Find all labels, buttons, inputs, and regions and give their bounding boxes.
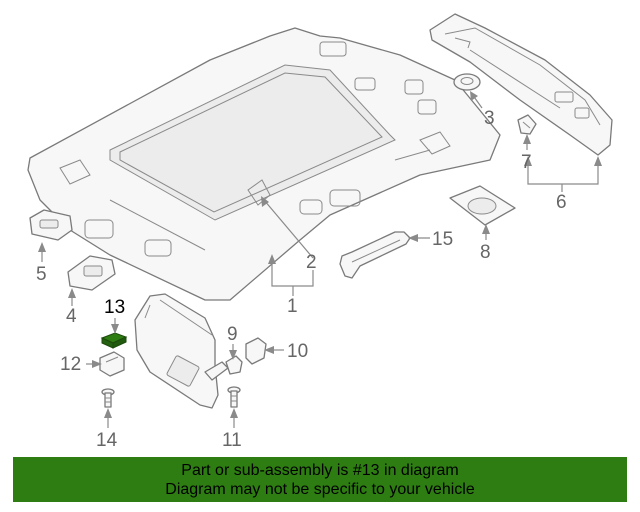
grommet-part[interactable] — [453, 73, 481, 91]
callout-12: 12 — [60, 354, 81, 375]
callout-2: 2 — [306, 252, 317, 273]
map-light-part[interactable] — [67, 255, 116, 291]
headliner-part[interactable] — [27, 27, 501, 301]
visor-holder-part[interactable] — [225, 355, 243, 375]
callout-7: 7 — [521, 152, 532, 173]
sun-visor-part[interactable] — [134, 293, 229, 409]
callout-6: 6 — [556, 192, 567, 213]
speaker-cover-part[interactable] — [449, 185, 516, 226]
screw-part-11[interactable] — [227, 386, 241, 408]
holder-cap-part[interactable] — [245, 337, 267, 365]
callout-1: 1 — [287, 296, 298, 317]
callout-15: 15 — [432, 229, 453, 250]
grab-handle-part[interactable] — [339, 231, 411, 279]
callout-9: 9 — [227, 324, 238, 345]
rear-rail-part[interactable] — [429, 13, 613, 156]
callout-11: 11 — [222, 430, 242, 451]
callout-4: 4 — [66, 306, 77, 327]
callout-13: 13 — [104, 297, 125, 318]
banner-line-part: Part or sub-assembly is #13 in diagram — [181, 462, 459, 479]
banner-line-disclaimer: Diagram may not be specific to your vehi… — [165, 481, 475, 498]
part-info-banner: Part or sub-assembly is #13 in diagram D… — [13, 457, 627, 502]
callout-5: 5 — [36, 264, 47, 285]
dome-light-part[interactable] — [29, 209, 73, 241]
visor-clip-part[interactable] — [99, 351, 125, 377]
callout-14: 14 — [96, 430, 118, 451]
callout-labels: 1 2 3 4 5 6 7 8 9 10 11 12 13 14 15 — [36, 108, 567, 451]
screw-part-14[interactable] — [101, 388, 115, 408]
clip-part-7[interactable] — [517, 114, 537, 135]
highlighted-part-13[interactable] — [100, 332, 128, 349]
callout-3: 3 — [484, 108, 495, 129]
callout-8: 8 — [480, 242, 491, 263]
arrowheads — [38, 91, 602, 418]
parts-diagram: 1 2 3 4 5 6 7 8 9 10 11 12 13 14 15 — [27, 13, 613, 451]
callout-10: 10 — [287, 341, 308, 362]
